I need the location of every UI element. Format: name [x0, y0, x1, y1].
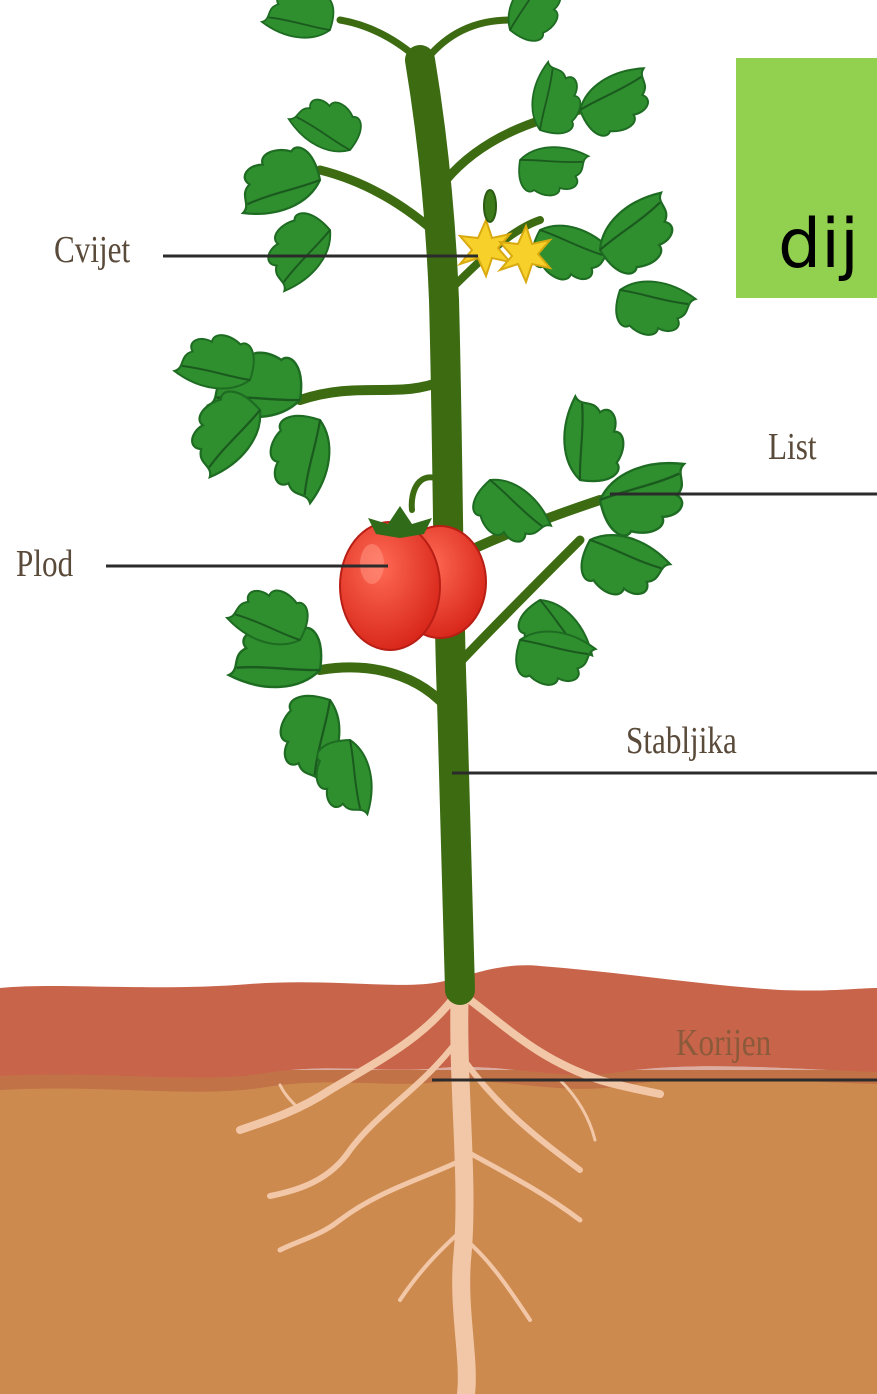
label-leaf: List: [768, 428, 816, 466]
label-root: Korijen: [676, 1024, 771, 1062]
label-flower: Cvijet: [54, 231, 130, 269]
title-text: dij: [778, 211, 859, 279]
label-fruit: Plod: [16, 545, 73, 583]
tomatoes: [340, 506, 486, 650]
label-stem: Stabljika: [626, 722, 737, 760]
title-box: dij: [736, 58, 877, 298]
